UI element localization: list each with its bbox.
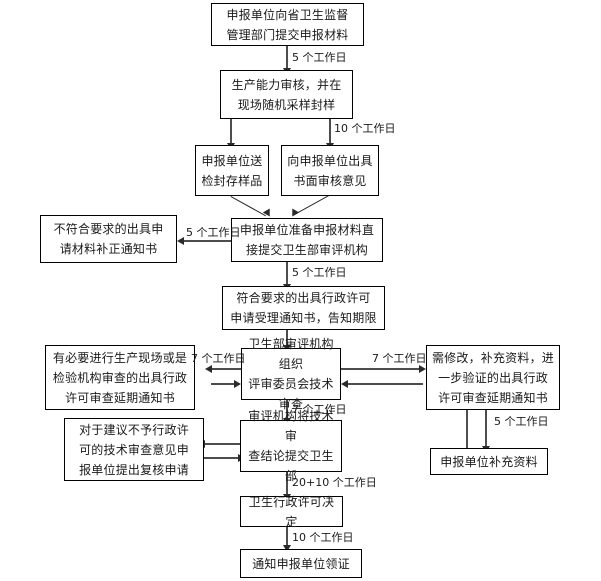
- connector-n11-n12: [204, 457, 240, 459]
- arrowhead-n14-n15: [283, 545, 291, 552]
- node-text: 向申报单位出具 书面审核意见: [287, 153, 373, 188]
- edge-label-n9-n10: 7 个工作日: [372, 352, 427, 365]
- connector-n3-n5: [230, 196, 266, 217]
- node-revision-extension-notice[interactable]: 需修改，补充资料，进 一步验证的出具行政 许可审查延期通知书: [426, 345, 560, 410]
- node-text: 需修改，补充资料，进 一步验证的出具行政 许可审查延期通知书: [431, 350, 554, 405]
- node-text: 申报单位补充资料: [440, 454, 538, 469]
- edge-label-n9-n12: 7 个工作日: [292, 403, 347, 416]
- edge-label-n2-n4: 10 个工作日: [334, 122, 396, 135]
- node-text: 符合要求的出具行政许可 申请受理通知书，告知期限: [230, 291, 377, 325]
- node-submit-to-province[interactable]: 申报单位向省卫生监督 管理部门提交申报材料: [211, 3, 364, 46]
- connector-n1-n2: [286, 45, 288, 70]
- edge-label-n12-n14: 20+10 个工作日: [292, 476, 377, 489]
- node-submit-review-conclusion[interactable]: 审评机构将技术审 查结论提交卫生部: [240, 409, 342, 483]
- arrowhead-n8-n9: [234, 380, 241, 388]
- node-reexamination-application[interactable]: 对于建议不予行政许 可的技术审查意见申 报单位提出复核申请: [64, 418, 204, 481]
- connector-n2-n3: [230, 119, 232, 145]
- arrowhead-n9-n8: [205, 365, 212, 373]
- node-send-sealed-sample[interactable]: 申报单位送 检封存样品: [195, 145, 269, 196]
- connector-n10-n9: [347, 383, 423, 385]
- node-text: 卫生部审评机构组织 评审委员会技术审查: [248, 337, 334, 411]
- connector-n2-n4: [329, 119, 331, 145]
- node-written-review-opinion[interactable]: 向申报单位出具 书面审核意见: [281, 145, 379, 196]
- node-text: 通知申报单位领证: [252, 556, 350, 571]
- arrowhead-n5-n6: [177, 237, 184, 245]
- node-text: 审评机构将技术审 查结论提交卫生部: [248, 409, 334, 483]
- connector-n9-n10: [341, 368, 421, 370]
- edge-label-n1-n2: 5 个工作日: [292, 51, 347, 64]
- node-text: 申报单位准备申报材料直 接提交卫生部审评机构: [239, 223, 375, 257]
- node-prepare-submit-to-moh[interactable]: 申报单位准备申报材料直 接提交卫生部审评机构: [231, 218, 383, 262]
- arrowhead-n10-n9: [341, 380, 348, 388]
- edge-label-n5-n6: 5 个工作日: [186, 226, 241, 239]
- connector-n9-n12: [286, 400, 288, 420]
- connector-n14-n15: [286, 527, 288, 549]
- node-text: 申报单位送 检封存样品: [201, 153, 263, 188]
- connector-n9-n8: [211, 368, 241, 370]
- node-text: 有必要进行生产现场或是 检验机构审查的出具行政 许可审查延期通知书: [52, 350, 188, 405]
- connector-n13-n10: [466, 400, 468, 450]
- connector-n8-n9: [211, 383, 236, 385]
- connector-n10-n13: [485, 398, 487, 448]
- arrowhead-n9-n10: [419, 365, 426, 373]
- connector-n12-n14: [286, 472, 288, 496]
- node-text: 卫生行政许可决定: [248, 494, 335, 529]
- node-text: 申报单位向省卫生监督 管理部门提交申报材料: [226, 7, 349, 42]
- connector-n5-n7: [286, 262, 288, 286]
- node-nonconforming-correction-notice[interactable]: 不符合要求的出具申 请材料补正通知书: [40, 215, 177, 263]
- edge-label-n9-n8: 7 个工作日: [191, 352, 246, 365]
- node-text: 不符合要求的出具申 请材料补正通知书: [53, 222, 164, 256]
- connector-n12-n11: [204, 443, 244, 445]
- node-acceptance-notice[interactable]: 符合要求的出具行政许可 申请受理通知书，告知期限: [222, 286, 385, 330]
- edge-label-n14-n15: 10 个工作日: [292, 531, 354, 544]
- edge-label-n5-n7: 5 个工作日: [292, 266, 347, 279]
- node-onsite-inspection-extension-notice[interactable]: 有必要进行生产现场或是 检验机构审查的出具行政 许可审查延期通知书: [45, 345, 195, 410]
- node-moh-technical-review[interactable]: 卫生部审评机构组织 评审委员会技术审查: [241, 337, 341, 411]
- node-supplement-materials[interactable]: 申报单位补充资料: [430, 448, 548, 475]
- node-text: 对于建议不予行政许 可的技术审查意见申 报单位提出复核申请: [79, 422, 189, 477]
- node-notify-collect-certificate[interactable]: 通知申报单位领证: [240, 549, 362, 578]
- connector-n7-n9: [286, 330, 288, 348]
- connector-n5-n6: [183, 240, 232, 242]
- node-license-decision[interactable]: 卫生行政许可决定: [240, 495, 343, 529]
- node-text: 生产能力审核，并在 现场随机采样封样: [231, 77, 342, 112]
- node-capacity-review-sampling[interactable]: 生产能力审核，并在 现场随机采样封样: [220, 70, 353, 119]
- edge-label-n13-n10: 5 个工作日: [494, 415, 549, 428]
